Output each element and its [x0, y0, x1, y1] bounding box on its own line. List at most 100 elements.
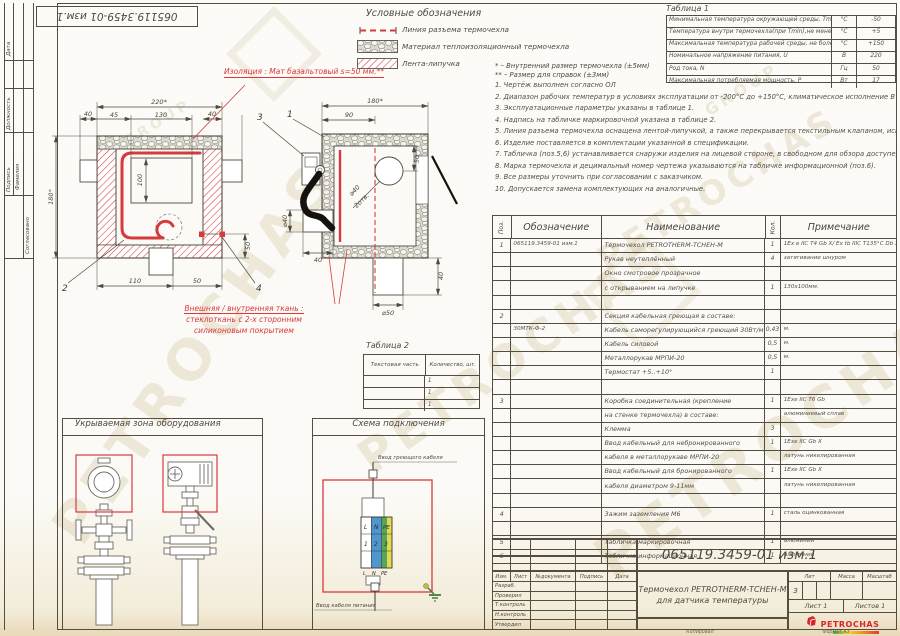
table1-param: Максимальная потребляемая мощность, Р — [667, 76, 832, 88]
flexible-conduit — [300, 170, 336, 232]
wiring-diagram: Ввод греющего кабеля L N PE 1 2 3 L N PE — [314, 455, 457, 611]
dim-130: 130 — [155, 111, 167, 119]
spec-row: 3 Коробка соединительная (крепление 1 1E… — [493, 394, 896, 409]
spec-row: Окно смотровое прозрачное — [493, 267, 896, 282]
dim-dia40: ⌀40 — [281, 215, 289, 227]
spec-row: Кабель силовой 0,5 м. — [493, 337, 896, 353]
dim-40r: 40 — [208, 110, 216, 118]
covered-zone-drawing — [75, 454, 218, 626]
margin-label-position: Должность — [6, 97, 12, 130]
table1-title: Таблица 1 — [666, 4, 710, 13]
top-stamp-number: 065119.3459-01 изм.1 — [56, 10, 178, 23]
note-line: 4. Надпись на табличке маркировочной ука… — [495, 115, 717, 124]
legend-title: Условные обозначения — [366, 8, 482, 19]
dashed-line-swatch — [359, 27, 397, 34]
dim-50: 50 — [413, 155, 421, 163]
footnote-1: * – Внутренний размер термочехла (±5мм) — [495, 62, 650, 70]
footnote-2: ** – Размер для справок (±3мм) — [495, 71, 610, 79]
balloon-4: 4 — [256, 284, 262, 294]
terminal-PE-bottom: PE — [381, 571, 388, 577]
table1-value: -50 — [871, 17, 881, 24]
ground-symbol — [423, 583, 441, 602]
note-line: 7. Табличка (поз.5,6) устанавливается сн… — [495, 150, 897, 159]
covered-zone-box-a — [75, 454, 133, 513]
table2-row: 1 — [364, 399, 479, 411]
dim-45: 45 — [110, 111, 118, 119]
tb-row-ncontrol: Н.контроль — [493, 610, 531, 621]
flap-slot — [415, 155, 429, 205]
spec-header-designation: Обозначение — [512, 216, 602, 238]
table1-param: Минимальная температура окружающей среды… — [667, 16, 832, 28]
terminal-1: 1 — [364, 541, 368, 548]
margin-line — [33, 3, 34, 630]
tb-scale-label: Масштаб — [863, 572, 896, 582]
note-line: 10. Допускается замена комплектующих на … — [495, 184, 706, 193]
tie-strap — [431, 155, 458, 205]
legend-item-label: Лента-липучка — [402, 59, 460, 68]
terminal-L: L — [364, 524, 367, 531]
table1-unit: °С — [832, 16, 857, 28]
right-stub — [221, 159, 243, 183]
note-line: 3. Эксплуатационные параметры указаны в … — [495, 104, 695, 113]
table1-row: Минимальная температура окружающей среды… — [667, 16, 895, 28]
table1-row: Род тока, N Гц 50 — [667, 63, 895, 76]
table1-unit: Вт — [832, 76, 857, 88]
tb-row-tcontrol: Т.контроль — [493, 601, 531, 611]
fabric-leader — [328, 256, 336, 305]
terminal-2: 2 — [374, 541, 378, 548]
spec-row — [493, 380, 896, 395]
table1-row: Температура внутри термочехла(при Tmin),… — [667, 27, 895, 40]
margin-line — [4, 195, 33, 196]
tb-sheets: Листов 1 — [844, 600, 896, 613]
dim-dia50: ⌀50 — [382, 309, 394, 317]
table1-param: Максимальная температура рабочей среды, … — [667, 40, 832, 52]
margin-line — [4, 258, 33, 259]
terminal-N: N — [374, 524, 379, 531]
bottom-stub — [148, 247, 174, 276]
table1-param: Температура внутри термочехла(при Tmin),… — [667, 28, 832, 40]
margin-line — [13, 3, 14, 195]
revision-grid — [492, 539, 637, 572]
tb-row-approved: Утвердил — [493, 620, 531, 630]
drawing-title-line2: для датчика температуры — [656, 595, 769, 605]
spec-header-qty: Кол. — [769, 220, 777, 234]
tb-row-developed: Разраб. — [493, 582, 531, 592]
terminal-L-bottom: L — [363, 571, 366, 577]
doc-number: 065119.3459-01 изм.1 — [661, 547, 818, 563]
spec-row: 2 Секция кабельная греющая в составе: — [493, 309, 896, 324]
table2-row: 1 — [364, 387, 479, 399]
dim-220: 220* — [151, 98, 167, 106]
note-line: 1. Чертёж выполнен согласно ОЛ — [495, 81, 616, 89]
spec-row: с открыванием на липучке 1 130х100мм. — [493, 281, 896, 296]
table1-value: 50 — [872, 65, 880, 72]
spec-row: на стенке термочехла) в составе: алюмини… — [493, 408, 896, 423]
table2-col2-header: Количество, шт. — [429, 362, 476, 368]
table2-row: 1 — [364, 375, 479, 387]
terminal-block: L N PE 1 2 3 — [360, 516, 393, 569]
balloon-2: 2 — [62, 284, 68, 294]
margin-label-signature: Подпись — [6, 167, 12, 192]
spec-row: 30МТК-Ф-2 Кабель саморегулирующийся грею… — [493, 323, 896, 338]
wiring-cover-outline — [322, 479, 433, 593]
bottom-stub — [372, 257, 404, 296]
tb-lit-value: З — [789, 582, 803, 600]
spec-header: Поз. Обозначение Наименование Кол. Приме… — [493, 216, 896, 239]
heating-cable — [120, 151, 202, 240]
covered-zone-title: Укрываемая зона оборудования — [63, 419, 262, 436]
tb-col-docnum: №документа — [531, 572, 576, 582]
table1-value: 17 — [872, 77, 880, 84]
title-block: Изм. Лист №документа Подпись Дата Разраб… — [492, 571, 637, 630]
left-stub — [79, 159, 98, 183]
logo-rainbow-bar — [832, 631, 880, 634]
dim-50b: 50 — [193, 277, 201, 285]
spec-row: Ввод кабельный для бронированного 1 1Exe… — [493, 465, 896, 480]
tb-col-date: Дата — [608, 572, 636, 582]
note-line: 8. Марка термочехла и децимальный номер … — [495, 161, 876, 170]
table1-row: Номинальное напряжение питания, U В 220 — [667, 51, 895, 64]
table1-value: +150 — [867, 41, 885, 48]
inspection-window — [130, 157, 193, 204]
footer-copy: Копировал — [686, 630, 714, 635]
spec-row — [493, 521, 896, 536]
